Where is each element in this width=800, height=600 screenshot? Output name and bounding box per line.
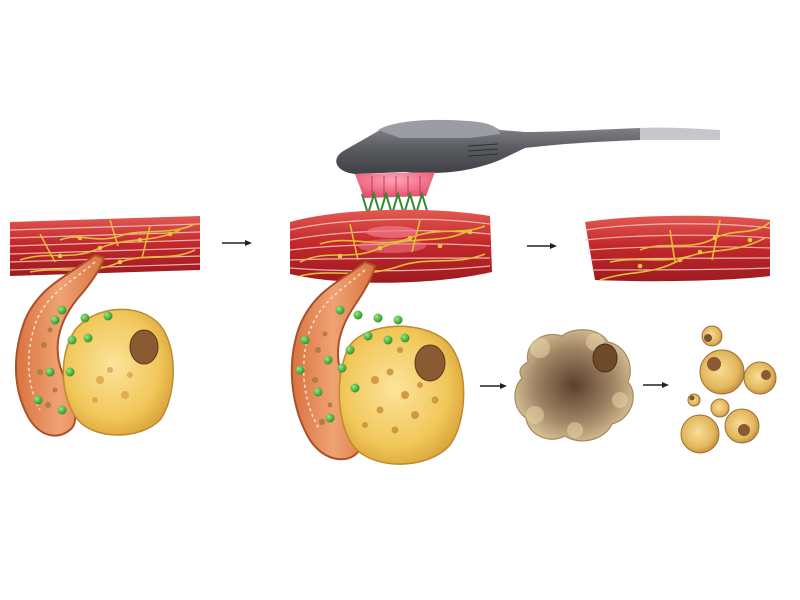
arrow-right-icon bbox=[527, 243, 557, 249]
light-beam bbox=[355, 172, 435, 198]
green-particles-treatment bbox=[295, 305, 410, 423]
muscle-fiber-treatment bbox=[289, 209, 492, 283]
muscle-fiber-after bbox=[584, 215, 771, 282]
fat-cell-fragments bbox=[680, 325, 777, 454]
fat-cell-before bbox=[62, 308, 174, 436]
fat-cell-apoptosis bbox=[514, 329, 634, 442]
nucleus-icon bbox=[592, 343, 618, 373]
ems-device-icon bbox=[336, 119, 720, 218]
nucleus-icon bbox=[129, 329, 159, 365]
stage-before bbox=[9, 216, 201, 437]
arrow-right-icon bbox=[222, 240, 252, 246]
stage-treatment bbox=[289, 119, 720, 465]
green-particles-before bbox=[33, 305, 113, 415]
nucleus-icon bbox=[414, 344, 446, 382]
stage-after bbox=[480, 215, 777, 454]
arrow-right-icon bbox=[480, 383, 507, 389]
arrow-right-icon bbox=[643, 382, 669, 388]
fat-cell-treatment bbox=[338, 325, 465, 465]
blood-vessel-before bbox=[15, 253, 106, 437]
muscle-fiber-before bbox=[9, 216, 201, 276]
